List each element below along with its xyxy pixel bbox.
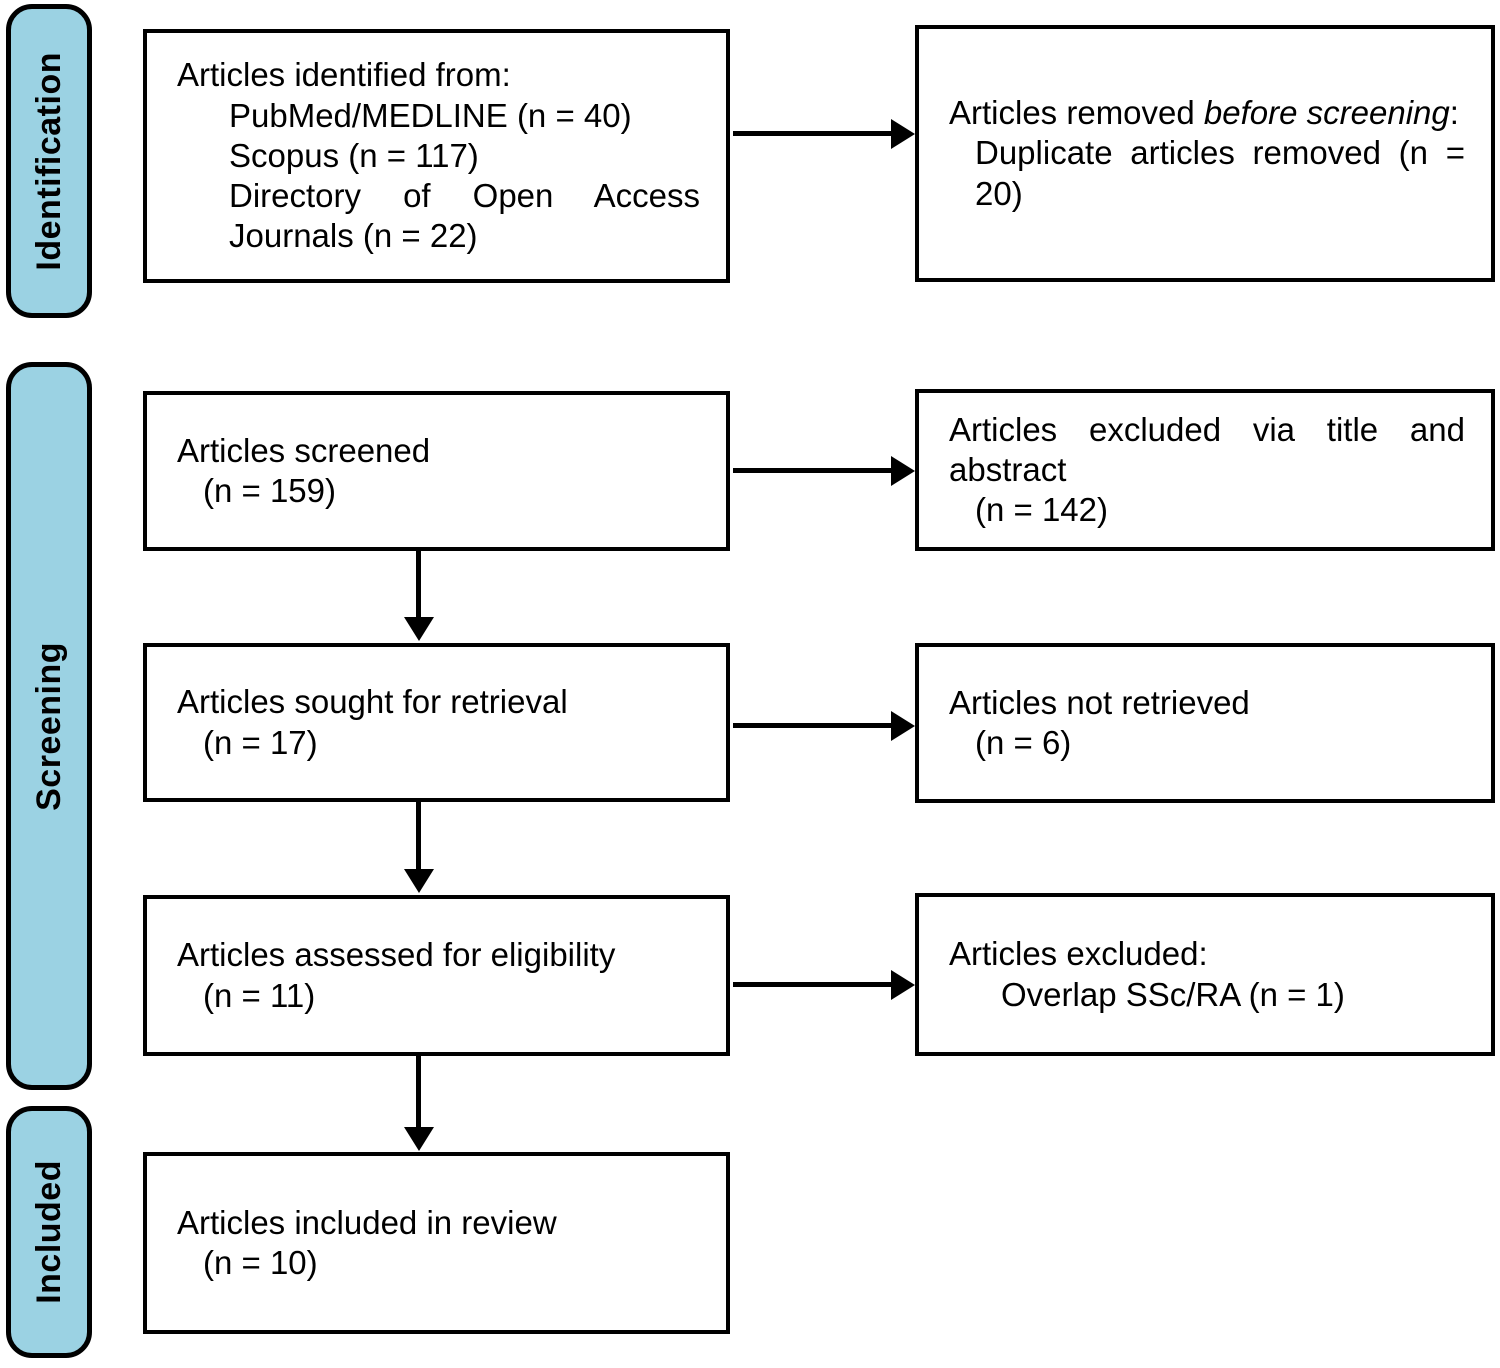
excl-title-line-1: Articles excluded via title and abstract — [949, 410, 1465, 488]
assessed-line-1: Articles assessed for eligibility — [177, 936, 616, 974]
excl-title-line-2: (n = 142) — [975, 491, 1108, 529]
box-articles-removed-before-screening: Articles removed before screening: Dupli… — [915, 25, 1495, 282]
screened-line-2: (n = 159) — [203, 472, 336, 509]
identified-line-3: Scopus (n = 117) — [229, 136, 479, 174]
stage-label-screening: Screening — [30, 641, 68, 811]
box-articles-sought-for-retrieval: Articles sought for retrieval (n = 17) — [143, 643, 730, 802]
box-articles-included-in-review: Articles included in review (n = 10) — [143, 1152, 730, 1334]
removed-line-1-italic: before screening — [1203, 94, 1450, 132]
removed-line-2: Duplicate articles removed (n = 20) — [975, 134, 1465, 212]
arrow-sought-to-assessed — [416, 802, 421, 871]
screened-line-1: Articles screened — [177, 431, 431, 469]
stage-bar-screening: Screening — [6, 362, 92, 1090]
box-articles-excluded-overlap: Articles excluded: Overlap SSc/RA (n = 1… — [915, 893, 1495, 1056]
identified-line-1: Articles identified from: — [177, 56, 511, 94]
arrow-sought-to-not-retrieved — [733, 723, 893, 728]
box-articles-not-retrieved: Articles not retrieved (n = 6) — [915, 643, 1495, 803]
arrow-assessed-to-included — [416, 1056, 421, 1129]
not-retrieved-line-1: Articles not retrieved — [949, 683, 1250, 721]
removed-line-1-suffix: : — [1449, 94, 1459, 132]
included-line-2: (n = 10) — [203, 1244, 318, 1281]
arrow-screened-to-sought — [416, 551, 421, 619]
sought-line-2: (n = 17) — [203, 723, 318, 761]
box-articles-identified: Articles identified from: PubMed/MEDLINE… — [143, 29, 730, 283]
box-articles-excluded-title-abstract: Articles excluded via title and abstract… — [915, 389, 1495, 551]
stage-bar-included: Included — [6, 1106, 92, 1358]
included-line-1: Articles included in review — [177, 1203, 557, 1241]
removed-line-1: Articles removed before screening: — [949, 93, 1465, 133]
stage-bar-identification: Identification — [6, 4, 92, 318]
not-retrieved-line-2: (n = 6) — [975, 724, 1072, 761]
sought-line-1: Articles sought for retrieval — [177, 683, 568, 721]
identified-line-2: PubMed/MEDLINE (n = 40) — [229, 96, 632, 134]
arrow-identified-to-removed — [733, 131, 893, 136]
box-articles-assessed-for-eligibility: Articles assessed for eligibility (n = 1… — [143, 895, 730, 1056]
stage-label-identification: Identification — [30, 51, 68, 271]
arrow-assessed-to-excluded — [733, 982, 893, 987]
excl-overlap-line-1: Articles excluded: — [949, 935, 1208, 973]
excl-overlap-line-2: Overlap SSc/RA (n = 1) — [1001, 975, 1345, 1013]
box-articles-screened: Articles screened (n = 159) — [143, 391, 730, 551]
stage-label-included: Included — [30, 1160, 68, 1304]
arrow-screened-to-excluded — [733, 468, 893, 473]
assessed-line-2: (n = 11) — [203, 976, 316, 1014]
identified-line-4: Directory of Open Access Journals (n = 2… — [229, 177, 700, 255]
removed-line-1-plain: Articles removed — [949, 94, 1204, 132]
